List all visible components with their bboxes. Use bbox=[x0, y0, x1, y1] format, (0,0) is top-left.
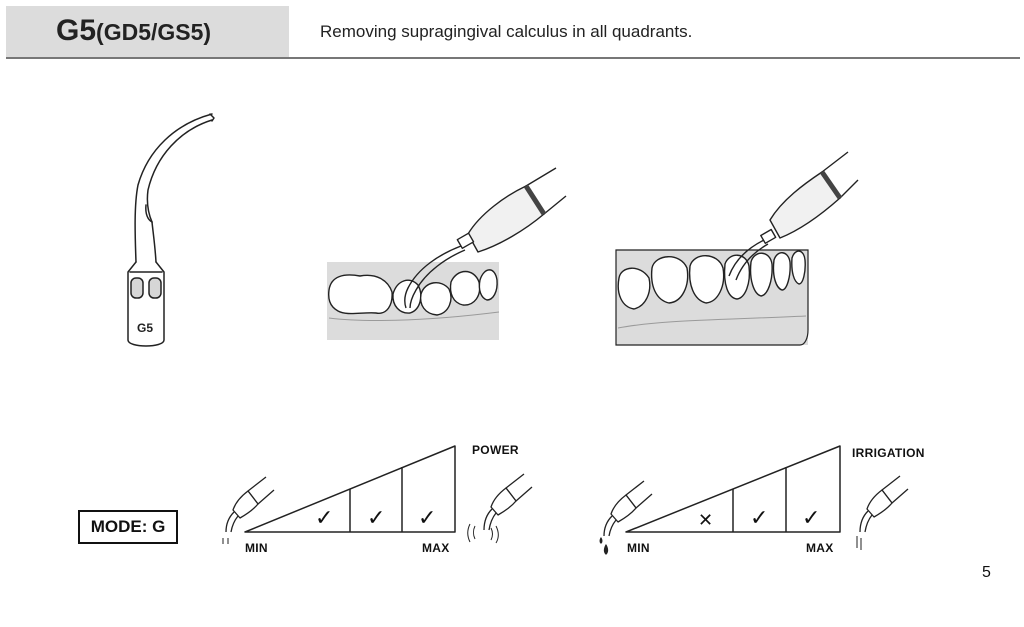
power-scale-title: POWER bbox=[472, 443, 519, 457]
mode-label: MODE: G bbox=[78, 510, 178, 544]
power-min-label: MIN bbox=[245, 541, 268, 555]
page-title: G5(GD5/GS5) bbox=[56, 14, 211, 48]
power-level-mark: ✓ bbox=[367, 506, 385, 531]
irrigation-min-label: MIN bbox=[627, 541, 650, 555]
handpiece-max-icon bbox=[467, 473, 533, 544]
tip-description: Removing supragingival calculus in all q… bbox=[320, 22, 693, 41]
header-divider bbox=[6, 57, 1020, 59]
irrigation-scale-title: IRRIGATION bbox=[852, 446, 925, 460]
irrigation-max-label: MAX bbox=[806, 541, 834, 555]
page-number: 5 bbox=[982, 564, 991, 581]
title-box bbox=[6, 6, 289, 58]
power-level-mark: ✓ bbox=[418, 506, 436, 531]
power-max-label: MAX bbox=[422, 541, 450, 555]
irrigation-level-mark: ✓ bbox=[802, 506, 820, 531]
irrigation-level-mark: ✓ bbox=[750, 506, 768, 531]
power-level-mark: ✓ bbox=[315, 506, 333, 531]
handpiece-min-icon bbox=[599, 480, 653, 555]
handpiece-max-icon bbox=[856, 475, 909, 550]
handpiece-min-icon bbox=[222, 476, 275, 544]
tip-engraving: G5 bbox=[137, 321, 153, 335]
tip-variants: (GD5/GS5) bbox=[96, 19, 212, 45]
tip-model: G5 bbox=[56, 14, 97, 47]
irrigation-level-mark: ✕ bbox=[698, 510, 713, 531]
